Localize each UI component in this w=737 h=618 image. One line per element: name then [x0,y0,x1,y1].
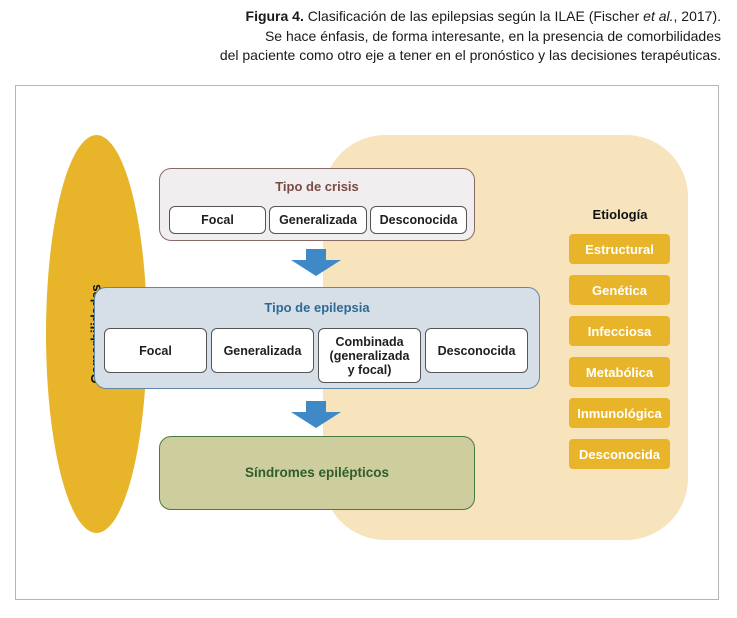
etiology-metabolic: Metabólica [569,357,670,387]
caption-line-3: del paciente como otro eje a tener en el… [219,47,721,63]
arrow-down-icon [291,401,341,428]
etiology-structural: Estructural [569,234,670,264]
seizure-type-focal: Focal [169,206,266,234]
epilepsy-type-generalized: Generalizada [211,328,314,373]
etiology-unknown: Desconocida [569,439,670,469]
etiology-infectious: Infecciosa [569,316,670,346]
seizure-type-unknown: Desconocida [370,206,467,234]
epilepsy-type-box: Tipo de epilepsia Focal Generalizada Com… [94,287,540,389]
epilepsy-type-title: Tipo de epilepsia [264,300,370,315]
etiology-title: Etiología [592,207,648,222]
caption-line-2: Se hace énfasis, de forma interesante, e… [264,27,721,44]
epilepsy-type-unknown: Desconocida [425,328,528,373]
figure-label: Figura 4. [245,8,304,24]
etiology-genetic: Genética [569,275,670,305]
arrow-down-icon [291,249,341,276]
syndromes-box: Síndromes epilépticos [159,436,475,510]
syndromes-title: Síndromes epilépticos [244,465,390,480]
seizure-type-title: Tipo de crisis [275,179,359,194]
seizure-type-box: Tipo de crisis Focal Generalizada Descon… [159,168,475,241]
seizure-type-generalized: Generalizada [269,206,367,234]
etiology-immune: Inmunológica [569,398,670,428]
epilepsy-type-focal: Focal [104,328,207,373]
caption-line-1: Figura 4. Clasificación de las epilepsia… [245,8,721,24]
figure-frame [15,85,719,600]
figure-caption: Figura 4. Clasificación de las epilepsia… [21,7,721,66]
epilepsy-type-combined: Combinada (generalizada y focal) [318,328,421,383]
